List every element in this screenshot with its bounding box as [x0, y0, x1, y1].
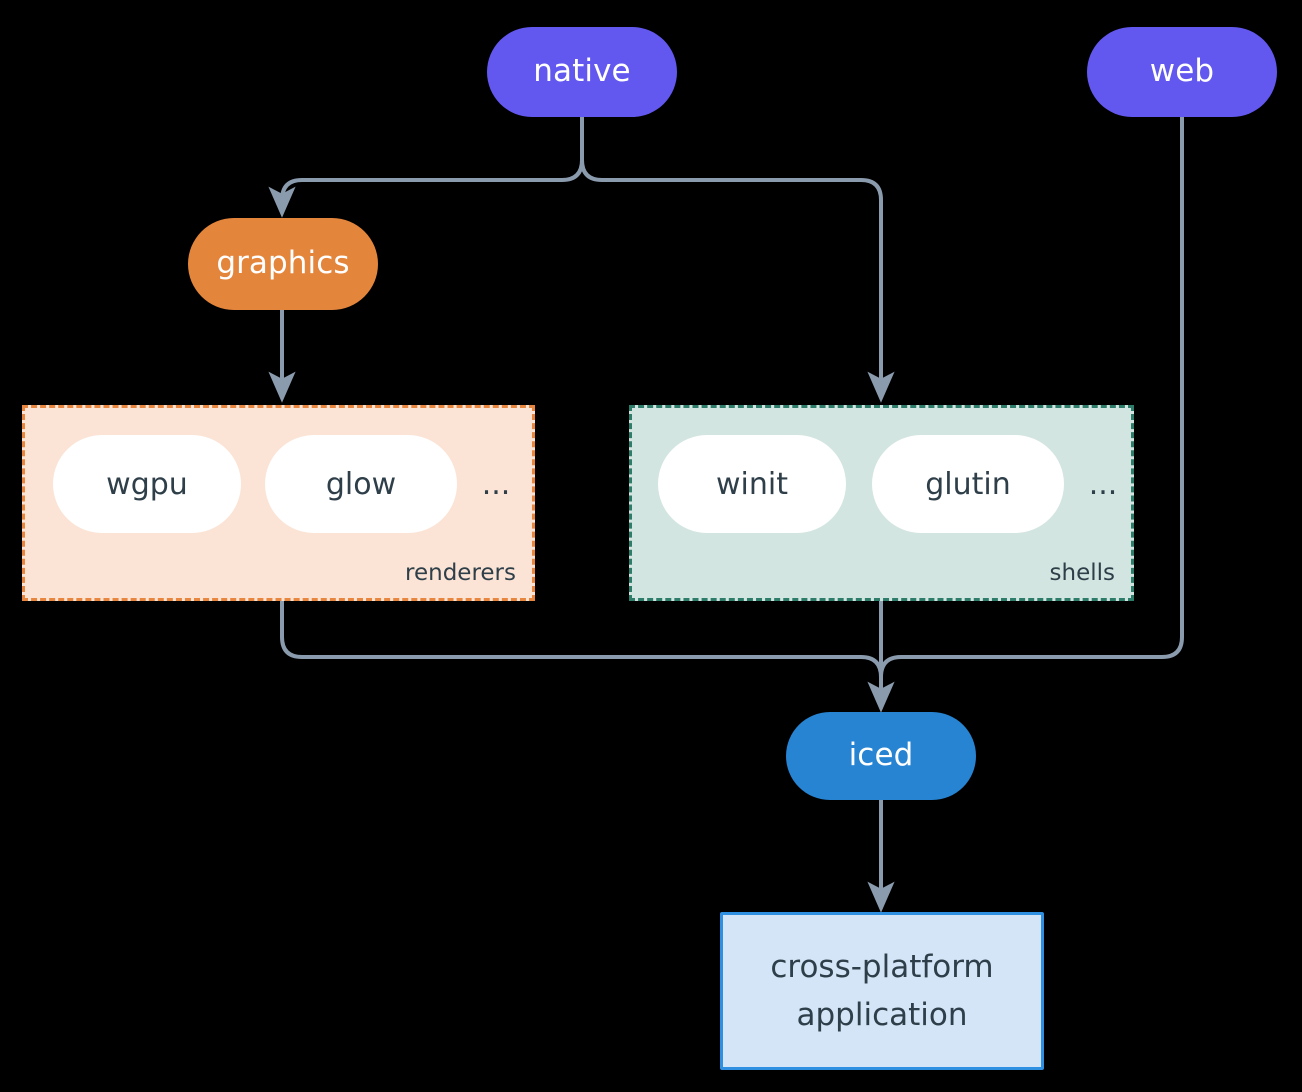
leaf-glow[interactable]: glow — [265, 435, 457, 533]
leaf-glutin[interactable]: glutin — [872, 435, 1064, 533]
leaf-glutin-label: glutin — [925, 466, 1011, 502]
node-cross-platform-application[interactable]: cross-platform application — [720, 912, 1044, 1070]
node-web[interactable]: web — [1087, 27, 1277, 117]
group-renderers: wgpu glow ... renderers — [22, 405, 535, 601]
node-graphics[interactable]: graphics — [188, 218, 378, 310]
node-iced[interactable]: iced — [786, 712, 976, 800]
node-graphics-label: graphics — [216, 245, 350, 282]
edge-native-to-shells — [580, 158, 895, 403]
shells-ellipsis: ... — [1088, 466, 1118, 502]
application-label-line2: application — [796, 997, 968, 1033]
group-renderers-label: renderers — [405, 560, 516, 586]
leaf-winit-label: winit — [716, 466, 788, 502]
node-native[interactable]: native — [487, 27, 677, 117]
group-shells: winit glutin ... shells — [629, 405, 1134, 601]
edge-renderers-to-iced — [280, 599, 895, 713]
leaf-wgpu[interactable]: wgpu — [53, 435, 241, 533]
node-iced-label: iced — [848, 737, 914, 774]
leaf-winit[interactable]: winit — [658, 435, 846, 533]
node-native-label: native — [533, 53, 631, 90]
edge-native-to-graphics — [268, 158, 584, 218]
application-label-line1: cross-platform — [770, 948, 994, 985]
leaf-wgpu-label: wgpu — [106, 466, 188, 502]
renderers-ellipsis: ... — [481, 466, 511, 502]
node-web-label: web — [1149, 53, 1215, 90]
group-shells-label: shells — [1049, 560, 1115, 586]
leaf-glow-label: glow — [325, 466, 397, 502]
